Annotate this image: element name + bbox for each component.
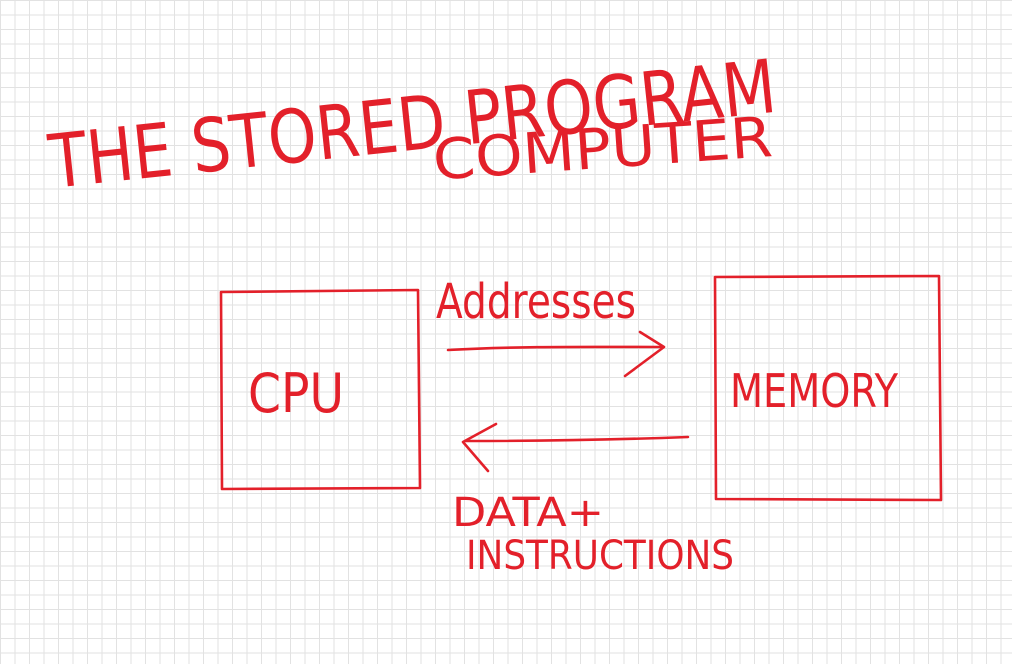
cpu-box (219, 288, 422, 491)
data-instructions-arrowhead (461, 422, 498, 473)
data-instructions-label-line-1: DATA+ (452, 490, 604, 536)
memory-label: MEMORY (730, 364, 899, 418)
memory-box (713, 274, 943, 502)
cpu-label: CPU (248, 362, 344, 425)
addresses-label: Addresses (436, 274, 636, 330)
data-instructions-arrow (464, 435, 690, 443)
addresses-arrow (446, 345, 664, 352)
addresses-arrowhead (623, 330, 666, 378)
data-instructions-label-line-2: INSTRUCTIONS (466, 533, 734, 579)
